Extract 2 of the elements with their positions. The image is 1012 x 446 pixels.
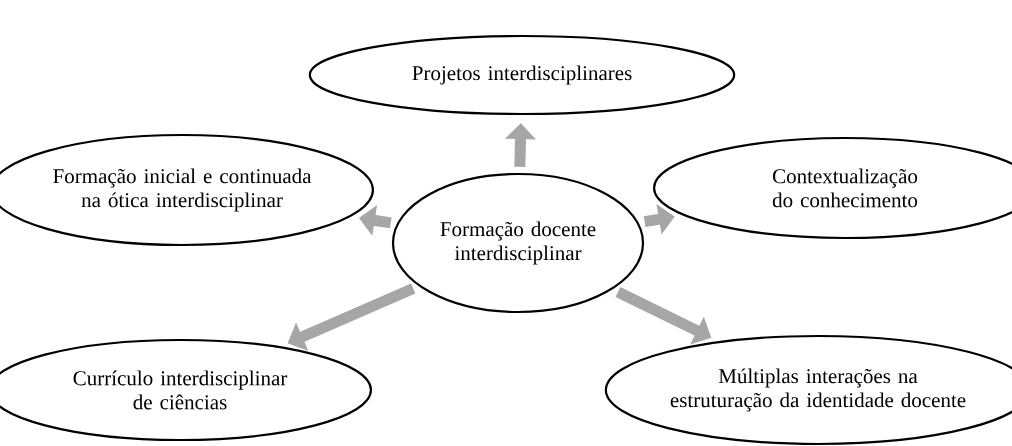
ellipse-node: Formação docente interdisciplinar — [391, 172, 645, 314]
ellipse-node: Projetos interdisciplinares — [308, 34, 736, 116]
